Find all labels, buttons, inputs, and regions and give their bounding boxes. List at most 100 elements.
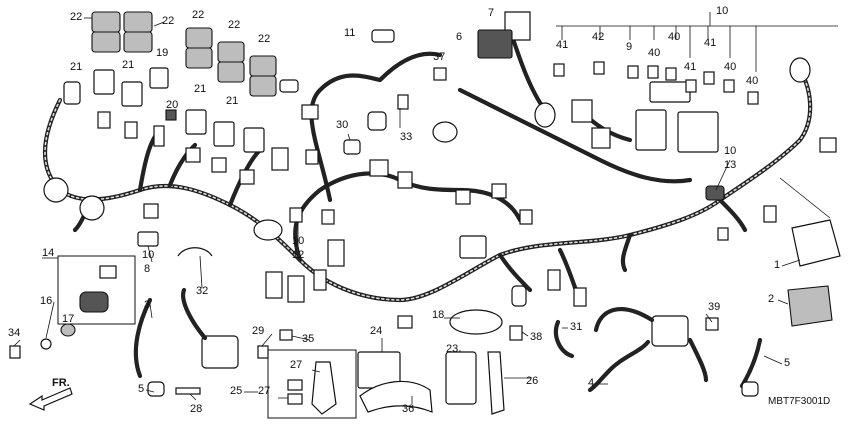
relay-19 [149,67,169,89]
relay-22f [185,47,213,69]
connector-12 [327,239,345,267]
callout-42: 42 [592,31,604,43]
callout-5a: 5 [138,383,144,395]
bracket-box-27 [267,349,357,419]
connector-c11 [455,189,471,205]
connector-11a [279,79,299,93]
relay-22g [217,41,245,63]
fuse-41a [553,63,565,77]
callout-13: 13 [724,159,736,171]
relay-22i [249,55,277,77]
relay-21e [243,127,265,153]
callout-4: 4 [588,377,594,389]
bolt-27a [287,379,303,391]
fuse-40d [747,91,759,105]
connector-small-a [97,111,111,129]
fuse-41c [703,71,715,85]
fuse-box-area [553,12,838,201]
plug-cap-5-left [147,381,165,397]
case-23 [445,351,477,405]
front-arrow [28,387,73,411]
connector-c17 [573,287,587,307]
ignition-coil-right [651,315,689,347]
callout-17: 17 [62,313,74,325]
connector-small-e [211,157,227,173]
callout-20: 20 [166,99,178,111]
callout-39: 39 [708,301,720,313]
spacer-29 [257,345,269,359]
connector-capsule [253,219,283,241]
bracket-27 [311,361,337,415]
connector-small-d [185,147,201,163]
ignition-coils [133,287,763,397]
callout-8: 8 [144,263,150,275]
connector-c13 [519,209,533,225]
callout-22a: 22 [70,11,82,23]
callout-35: 35 [302,333,314,345]
connectors-top-center [432,11,611,149]
regulator-6 [477,29,513,59]
bolt-39 [705,317,719,331]
callout-21c: 21 [194,83,206,95]
callout-21a: 21 [70,61,82,73]
relay-group-21 [93,67,265,153]
connector-c18 [397,315,413,329]
connector-c16 [547,269,561,291]
callout-12: 12 [292,249,304,261]
connector-c1 [301,104,319,120]
connector-21-left [63,81,81,105]
bolt-38 [509,325,523,341]
callout-41c: 41 [684,61,696,73]
callout-30: 30 [336,119,348,131]
battery-box-14 [9,255,136,359]
cushion-17 [60,323,76,337]
connector-c10 [313,269,327,291]
callout-21d: 21 [226,95,238,107]
fuse-box-a [635,109,667,151]
band-36 [359,380,433,413]
connector-round-b [534,102,556,128]
connector-33 [397,94,409,110]
ignition-coil-left [201,335,239,369]
bolt-28 [175,387,201,395]
icm-1 [791,219,841,267]
connector-c2 [367,111,387,131]
callout-10a: 10 [716,5,728,17]
bolt-35 [279,329,293,341]
callout-37: 37 [433,51,445,63]
callout-33: 33 [400,131,412,143]
callout-5b: 5 [784,357,790,369]
connector-c19 [571,99,593,123]
strap-26 [487,351,505,415]
callout-7: 7 [488,7,494,19]
connector-c12 [491,183,507,199]
callout-22b: 22 [162,15,174,27]
callout-6: 6 [456,31,462,43]
fuse-9 [627,65,639,79]
callout-14: 14 [42,247,54,259]
front-label: FR. [52,377,70,389]
relay-22h [217,61,245,83]
rubber-mount-2 [787,285,833,327]
connector-c5 [369,159,389,177]
fuse-callout-bracket [556,12,838,72]
callout-38: 38 [530,331,542,343]
connector-right-a [819,137,837,153]
callout-40d: 40 [746,75,758,87]
callout-23: 23 [446,343,458,355]
relay-22d [123,31,153,53]
relay-group-left [91,11,277,97]
fuse-40b [665,67,677,81]
connector-right-cap [789,57,811,83]
relay-22b [91,31,121,53]
callout-32: 32 [196,285,208,297]
connector-small-f [239,169,255,185]
connector-round-a [432,121,458,143]
callout-9: 9 [626,41,632,53]
bolt-34 [9,345,21,359]
callout-24: 24 [370,325,382,337]
callout-25: 25 [230,385,242,397]
connector-10 [289,207,303,223]
connector-small-b [124,121,138,139]
bolt-37 [433,67,447,81]
